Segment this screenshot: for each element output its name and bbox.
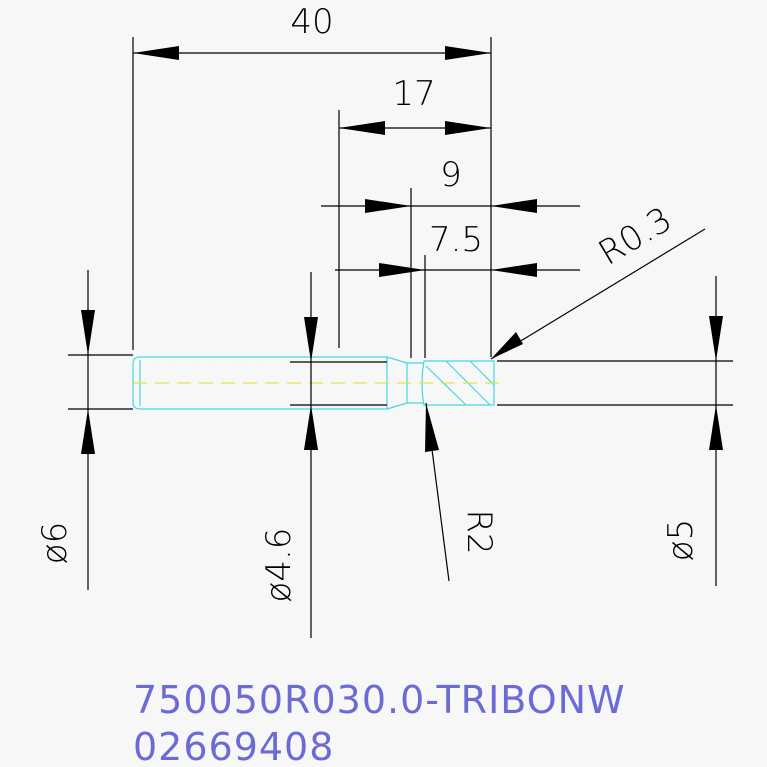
dim-r2: R2 [425, 402, 499, 582]
dim-7-5-label: 7.5 [429, 220, 483, 260]
dim-r0-3-label: R0.3 [592, 199, 679, 273]
dim-dia6-label: ø6 [35, 522, 75, 564]
dim-40: 40 [133, 2, 491, 60]
tool-part [132, 356, 506, 410]
dim-dia5: ø5 [661, 276, 723, 586]
dim-dia4-6-label: ø4.6 [259, 528, 299, 603]
dim-40-label: 40 [290, 2, 333, 42]
dim-17: 17 [339, 74, 491, 135]
dim-r2-label: R2 [459, 509, 499, 554]
dim-r0-3: R0.3 [490, 199, 706, 360]
shank-outline [132, 356, 388, 410]
cutter-outline [421, 360, 495, 406]
dim-dia6: ø6 [35, 270, 95, 590]
hatch-1 [425, 365, 467, 406]
dim-7-5: 7.5 [335, 220, 580, 277]
dim-9: 9 [321, 155, 580, 213]
dim-dia4-6: ø4.6 [259, 272, 318, 638]
dim-dia5-label: ø5 [661, 519, 701, 561]
dim-9-label: 9 [440, 155, 462, 195]
part-number: 750050R030.0-TRIBONW [133, 678, 626, 722]
dim-17-label: 17 [392, 74, 435, 114]
extension-lines [68, 37, 733, 410]
hatch-3 [469, 360, 495, 386]
serial-number: 02669408 [133, 725, 334, 767]
